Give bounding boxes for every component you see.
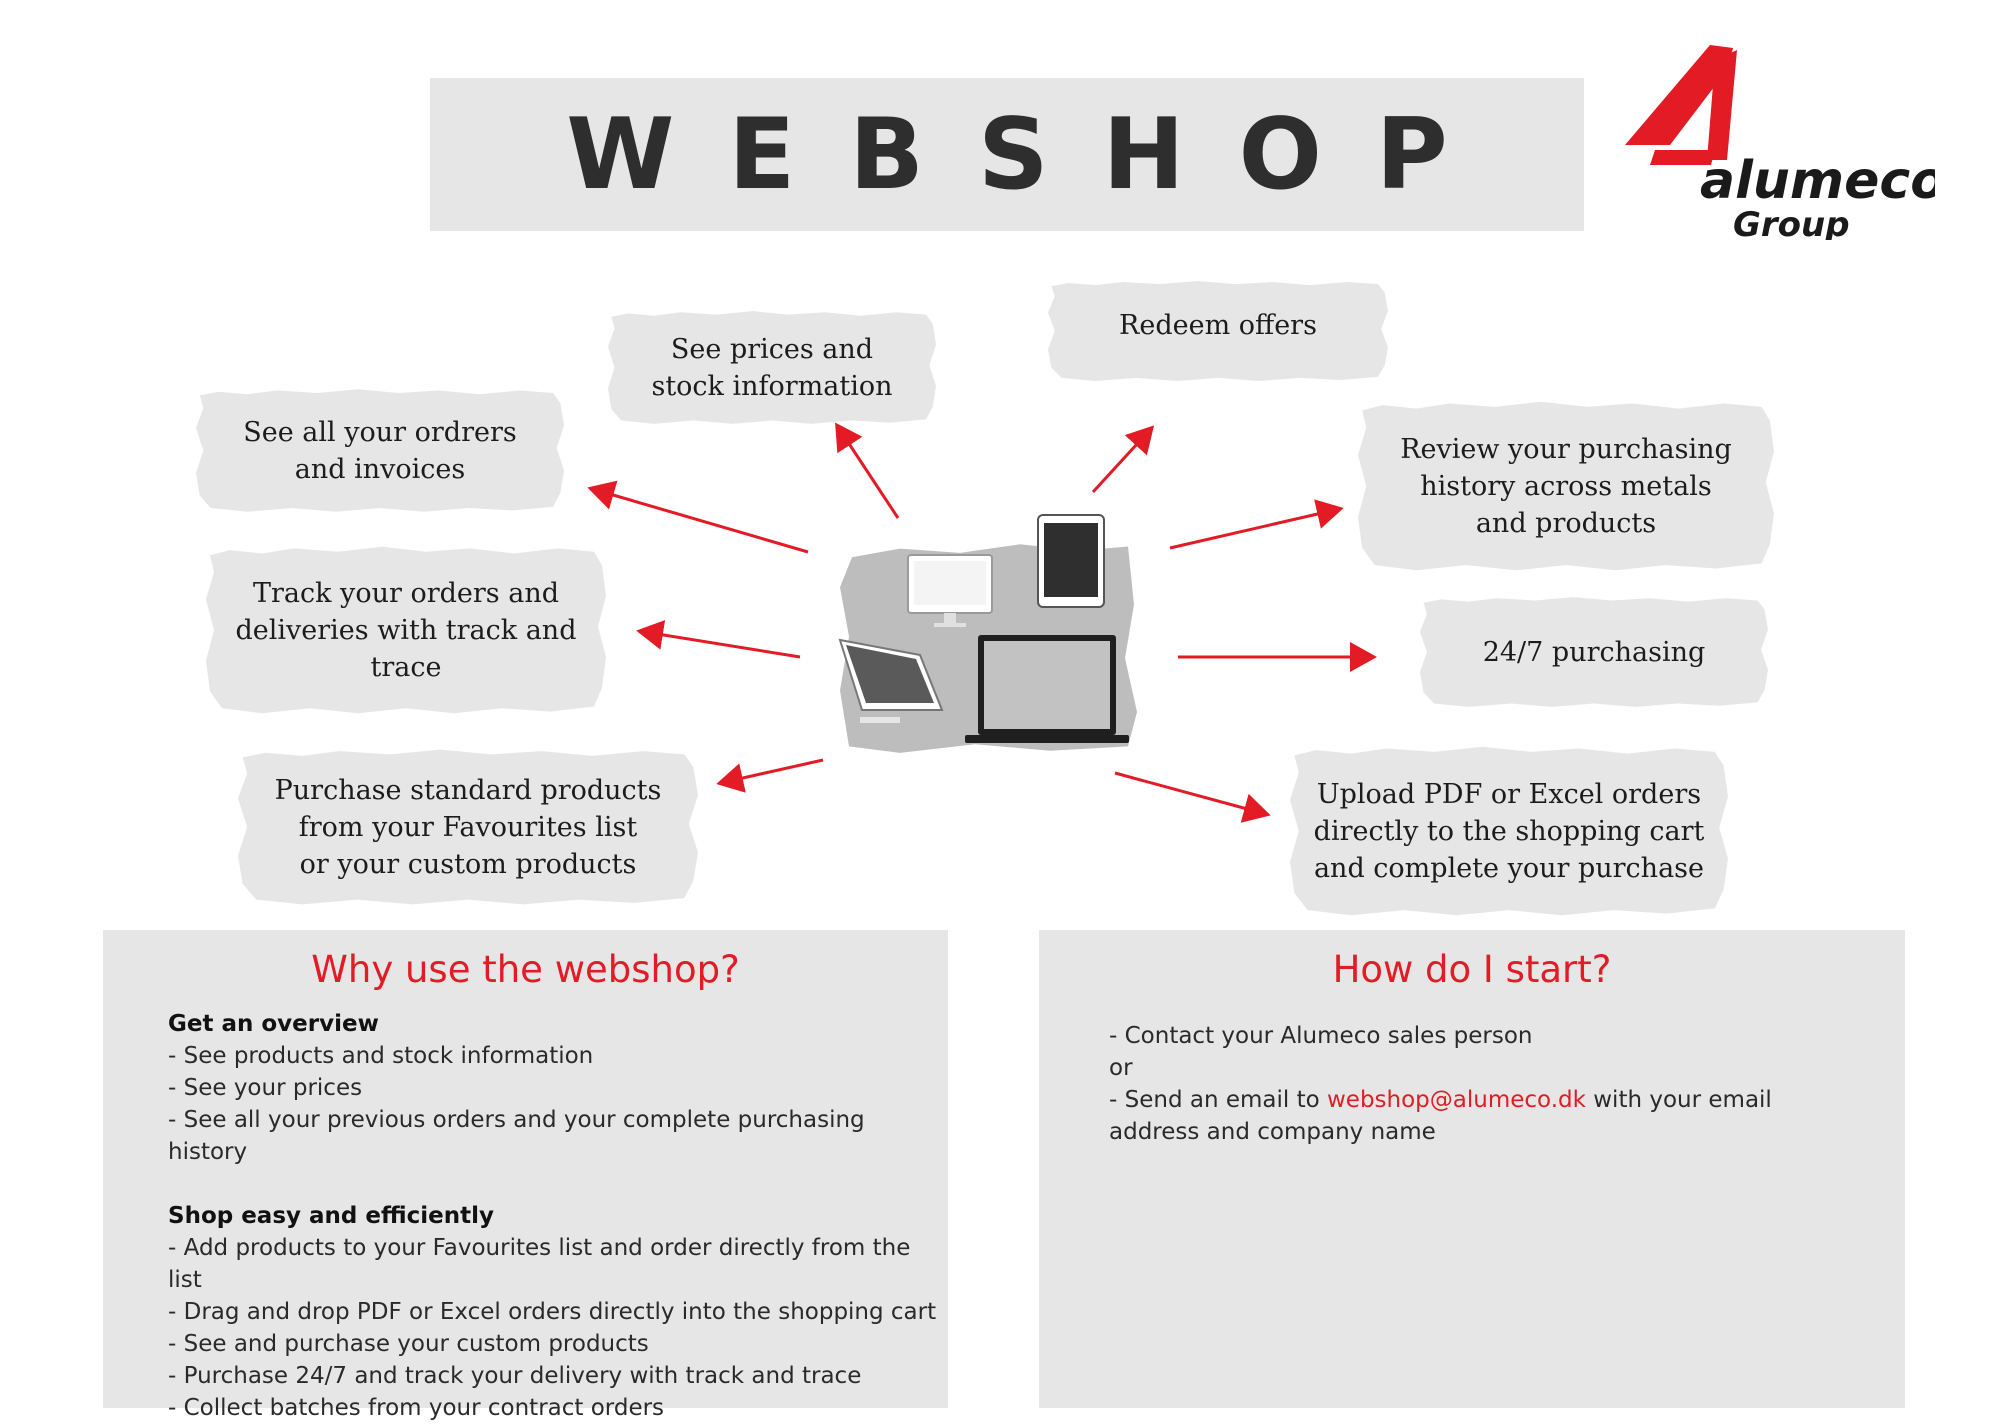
overview-item: - See products and stock information (168, 1043, 594, 1069)
feature-favourites: Purchase standard products from your Fav… (238, 749, 698, 905)
arrow-favourites (716, 758, 824, 793)
page-title: WEBSHOP (566, 97, 1502, 212)
shop-item: - Add products to your Favourites list a… (168, 1235, 911, 1293)
logo-subtext: Group (1733, 205, 1850, 240)
why-panel: Why use the webshop? Get an overview - S… (103, 930, 948, 1421)
overview-heading: Get an overview (168, 1011, 379, 1037)
email-link[interactable]: webshop@alumeco.dk (1326, 1087, 1586, 1113)
alumeco-logo: alumeco Group (1625, 45, 1935, 240)
feature-orders-invoices: See all your ordrers and invoices (196, 389, 564, 512)
feature-track-trace: Track your orders and deliveries with tr… (206, 546, 606, 714)
feature-redeem-offers: Redeem offers (1048, 281, 1388, 381)
tablet-icon (1037, 514, 1105, 608)
email-suffix: with your email address and company name (1109, 1087, 1772, 1145)
arrow-upload (1114, 771, 1271, 823)
shop-item: - Collect batches from your contract ord… (168, 1395, 665, 1421)
start-body: - Contact your Alumeco sales person or -… (1109, 1020, 1849, 1148)
email-prefix: - Send an email to (1109, 1087, 1327, 1113)
start-line-email: - Send an email to webshop@alumeco.dk wi… (1109, 1084, 1849, 1148)
start-line-contact: - Contact your Alumeco sales person (1109, 1023, 1533, 1049)
devices-illustration (838, 514, 1129, 743)
shop-heading: Shop easy and efficiently (168, 1203, 494, 1229)
arrow-orders (587, 480, 809, 554)
feature-prices-stock: See prices and stock information (608, 311, 936, 424)
desktop-monitor-icon (907, 554, 993, 627)
shop-item: - See and purchase your custom products (168, 1331, 649, 1357)
title-banner: WEBSHOP (430, 78, 1584, 231)
feature-favourites-label: Purchase standard products from your Fav… (274, 774, 662, 880)
feature-purchasing-history-label: Review your purchasing history across me… (1400, 433, 1732, 539)
shop-item: - Purchase 24/7 and track your delivery … (168, 1363, 862, 1389)
feature-redeem-offers-label: Redeem offers (1119, 309, 1317, 341)
start-panel: How do I start? - Contact your Alumeco s… (1039, 930, 1905, 1408)
overview-item: - See your prices (168, 1075, 363, 1101)
overview-item: - See all your previous orders and your … (168, 1107, 865, 1165)
feature-track-trace-label: Track your orders and deliveries with tr… (235, 577, 577, 683)
arrow-history (1169, 499, 1344, 550)
feature-purchasing-247: 24/7 purchasing (1420, 597, 1768, 707)
feature-upload-orders: Upload PDF or Excel orders directly to t… (1290, 746, 1728, 916)
why-title: Why use the webshop? (311, 948, 740, 991)
feature-orders-invoices-label: See all your ordrers and invoices (243, 416, 517, 485)
why-body: Get an overview - See products and stock… (168, 1008, 948, 1424)
feature-purchasing-247-label: 24/7 purchasing (1482, 636, 1706, 668)
arrow-offers (1091, 425, 1155, 494)
logo-wordmark: alumeco (1700, 151, 1935, 211)
start-line-or: or (1109, 1055, 1133, 1081)
feature-upload-orders-label: Upload PDF or Excel orders directly to t… (1313, 778, 1705, 884)
feature-purchasing-history: Review your purchasing history across me… (1358, 401, 1774, 571)
start-title: How do I start? (1332, 948, 1612, 991)
shop-item: - Drag and drop PDF or Excel orders dire… (168, 1299, 937, 1325)
laptop-icon (965, 635, 1129, 743)
display-screen-icon (838, 638, 944, 723)
feature-prices-stock-label: See prices and stock information (651, 333, 893, 402)
arrow-track (636, 620, 801, 659)
